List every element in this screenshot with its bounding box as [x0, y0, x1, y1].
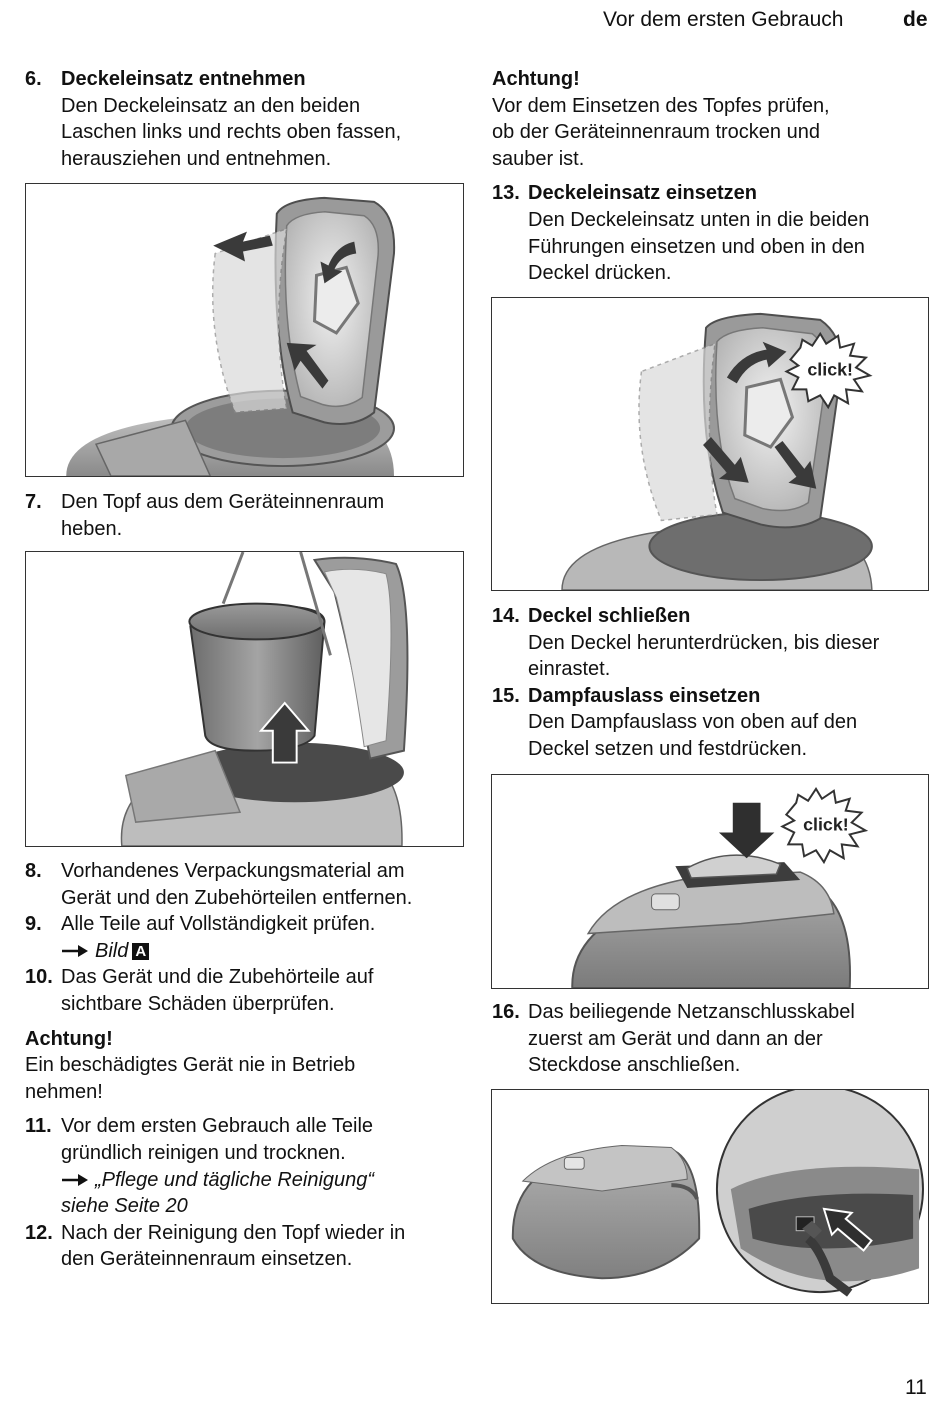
step-text-line: sichtbare Schäden überprüfen. [61, 992, 335, 1015]
step-12: 12. Nach der Reinigung den Topf wieder i… [25, 1220, 465, 1273]
language-code: de [903, 8, 928, 31]
step-text-line: Den Dampfauslass von oben auf den [528, 711, 858, 734]
step-10: 10. Das Gerät und die Zubehörteile auf s… [25, 964, 465, 1017]
step-number: 14. [492, 605, 520, 627]
click-label: click! [807, 359, 853, 379]
reference-text: siehe Seite 20 [61, 1195, 188, 1218]
figure-insert-steam-outlet: click! [491, 774, 929, 989]
step-number: 16. [492, 1001, 520, 1023]
step-text-line: Deckel drücken. [528, 262, 672, 285]
step-8: 8. Vorhandenes Verpackungsmaterial am Ge… [25, 858, 465, 911]
cross-reference: Bild A [61, 938, 465, 965]
left-column-steps-8-12: 8. Vorhandenes Verpackungsmaterial am Ge… [25, 858, 465, 1273]
warning-title: Achtung! [25, 1027, 113, 1050]
step-title: Dampfauslass einsetzen [528, 684, 761, 707]
arrow-right-icon [62, 945, 88, 958]
step-number: 8. [25, 860, 42, 882]
step-number: 11. [25, 1115, 52, 1138]
step-number: 15. [492, 684, 520, 707]
step-text-line: Das Gerät und die Zubehörteile auf [61, 966, 374, 989]
step-text-line: Deckel setzen und festdrücken. [528, 737, 808, 760]
step-15: 15. Dampfauslass einsetzen Den Dampfausl… [492, 683, 932, 763]
step-text-line: Vorhandenes Verpackungsmaterial am [61, 860, 405, 882]
step-number: 6. [25, 68, 42, 90]
step-title: Deckel schließen [528, 605, 691, 627]
rice-cooker-lift-pot-illustration [120, 552, 409, 846]
step-text-line: den Geräteinnenraum einsetzen. [61, 1248, 353, 1271]
figure-badge: A [132, 942, 150, 960]
warning-text-line: Vor dem Einsetzen des Topfes prüfen, [492, 94, 830, 117]
warning-text-line: nehmen! [25, 1080, 103, 1103]
warning-text-line: ob der Geräteinnenraum trocken und [492, 121, 820, 144]
step-number: 7. [25, 491, 42, 513]
warning-text-line: sauber ist. [492, 147, 585, 170]
step-9: 9. Alle Teile auf Vollständigkeit prüfen… [25, 911, 465, 964]
step-text-line: Den Topf aus dem Geräteinnenraum [61, 491, 385, 513]
warning-text-line: Ein beschädigtes Gerät nie in Betrieb [25, 1054, 356, 1077]
step-text-line: heben. [61, 517, 123, 540]
step-number: 12. [25, 1221, 53, 1244]
step-title: Deckeleinsatz entnehmen [61, 68, 306, 90]
step-text-line: Vor dem ersten Gebrauch alle Teile [61, 1115, 374, 1138]
figure-insert-lid-insert: click! [491, 297, 929, 591]
step-text-line: gründlich reinigen und trocknen. [61, 1141, 346, 1164]
step-text-line: Steckdose anschließen. [528, 1054, 741, 1077]
step-text-line: Alle Teile auf Vollständigkeit prüfen. [61, 913, 376, 936]
step-text-line: einrastet. [528, 658, 611, 681]
cross-reference: „Pflege und tägliche Reinigung“ [61, 1167, 465, 1194]
step-16: 16. Das beiliegende Netzanschlusskabel z… [492, 999, 932, 1079]
figure-remove-lid-insert [25, 183, 464, 477]
left-column: 6. Deckeleinsatz entnehmen Den Deckelein… [25, 66, 465, 172]
step-text-line: Den Deckeleinsatz unten in die beiden [528, 208, 870, 231]
right-column: Achtung! Vor dem Einsetzen des Topfes pr… [492, 66, 932, 287]
warning-note: Achtung! Ein beschädigtes Gerät nie in B… [25, 1026, 465, 1106]
step-7: 7. Den Topf aus dem Geräteinnenraum hebe… [25, 489, 465, 542]
step-text-line: Führungen einsetzen und oben in den [528, 235, 865, 258]
step-text-line: Gerät und den Zubehörteilen entfernen. [61, 886, 413, 909]
step-text-line: Laschen links und rechts oben fassen, [61, 121, 402, 144]
step-text-line: zuerst am Gerät und dann an der [528, 1027, 823, 1050]
figure-lift-pot [25, 551, 464, 847]
step-text-line: herausziehen und entnehmen. [61, 147, 332, 170]
step-title: Deckeleinsatz einsetzen [528, 182, 757, 205]
step-6: 6. Deckeleinsatz entnehmen Den Deckelein… [25, 66, 465, 172]
step-text-line: Das beiliegende Netzanschlusskabel [528, 1001, 855, 1023]
left-column-step7: 7. Den Topf aus dem Geräteinnenraum hebe… [25, 489, 465, 542]
step-11: 11. Vor dem ersten Gebrauch alle Teile g… [25, 1113, 465, 1219]
step-13: 13. Deckeleinsatz einsetzen Den Deckelei… [492, 180, 932, 286]
click-label: click! [803, 814, 849, 834]
warning-title: Achtung! [492, 68, 580, 90]
step-text-line: Nach der Reinigung den Topf wieder in [61, 1221, 406, 1244]
step-text-line: Den Deckeleinsatz an den beiden [61, 94, 361, 117]
rice-cooker-insert-lid-illustration: click! [561, 312, 873, 590]
running-header-title: Vor dem ersten Gebrauch [603, 8, 844, 31]
rice-cooker-open-lid-illustration [66, 196, 396, 476]
reference-text: Bild [95, 939, 129, 962]
step-number: 10. [25, 966, 53, 989]
right-column-steps-14-15: 14. Deckel schließen Den Deckel herunter… [492, 603, 932, 763]
right-column-step16: 16. Das beiliegende Netzanschlusskabel z… [492, 999, 932, 1079]
page-number: 11 [905, 1376, 927, 1399]
warning-note: Achtung! Vor dem Einsetzen des Topfes pr… [492, 66, 932, 172]
step-14: 14. Deckel schließen Den Deckel herunter… [492, 603, 932, 683]
rice-cooker-steam-outlet-illustration: click! [571, 787, 869, 988]
step-number: 9. [25, 913, 42, 936]
rice-cooker-power-cable-illustration [511, 1090, 924, 1297]
figure-connect-power-cable [491, 1089, 929, 1304]
step-text-line: Den Deckel herunterdrücken, bis dieser [528, 631, 880, 654]
reference-text: „Pflege und tägliche Reinigung“ [95, 1168, 375, 1191]
step-number: 13. [492, 182, 520, 205]
arrow-right-icon [62, 1173, 88, 1186]
